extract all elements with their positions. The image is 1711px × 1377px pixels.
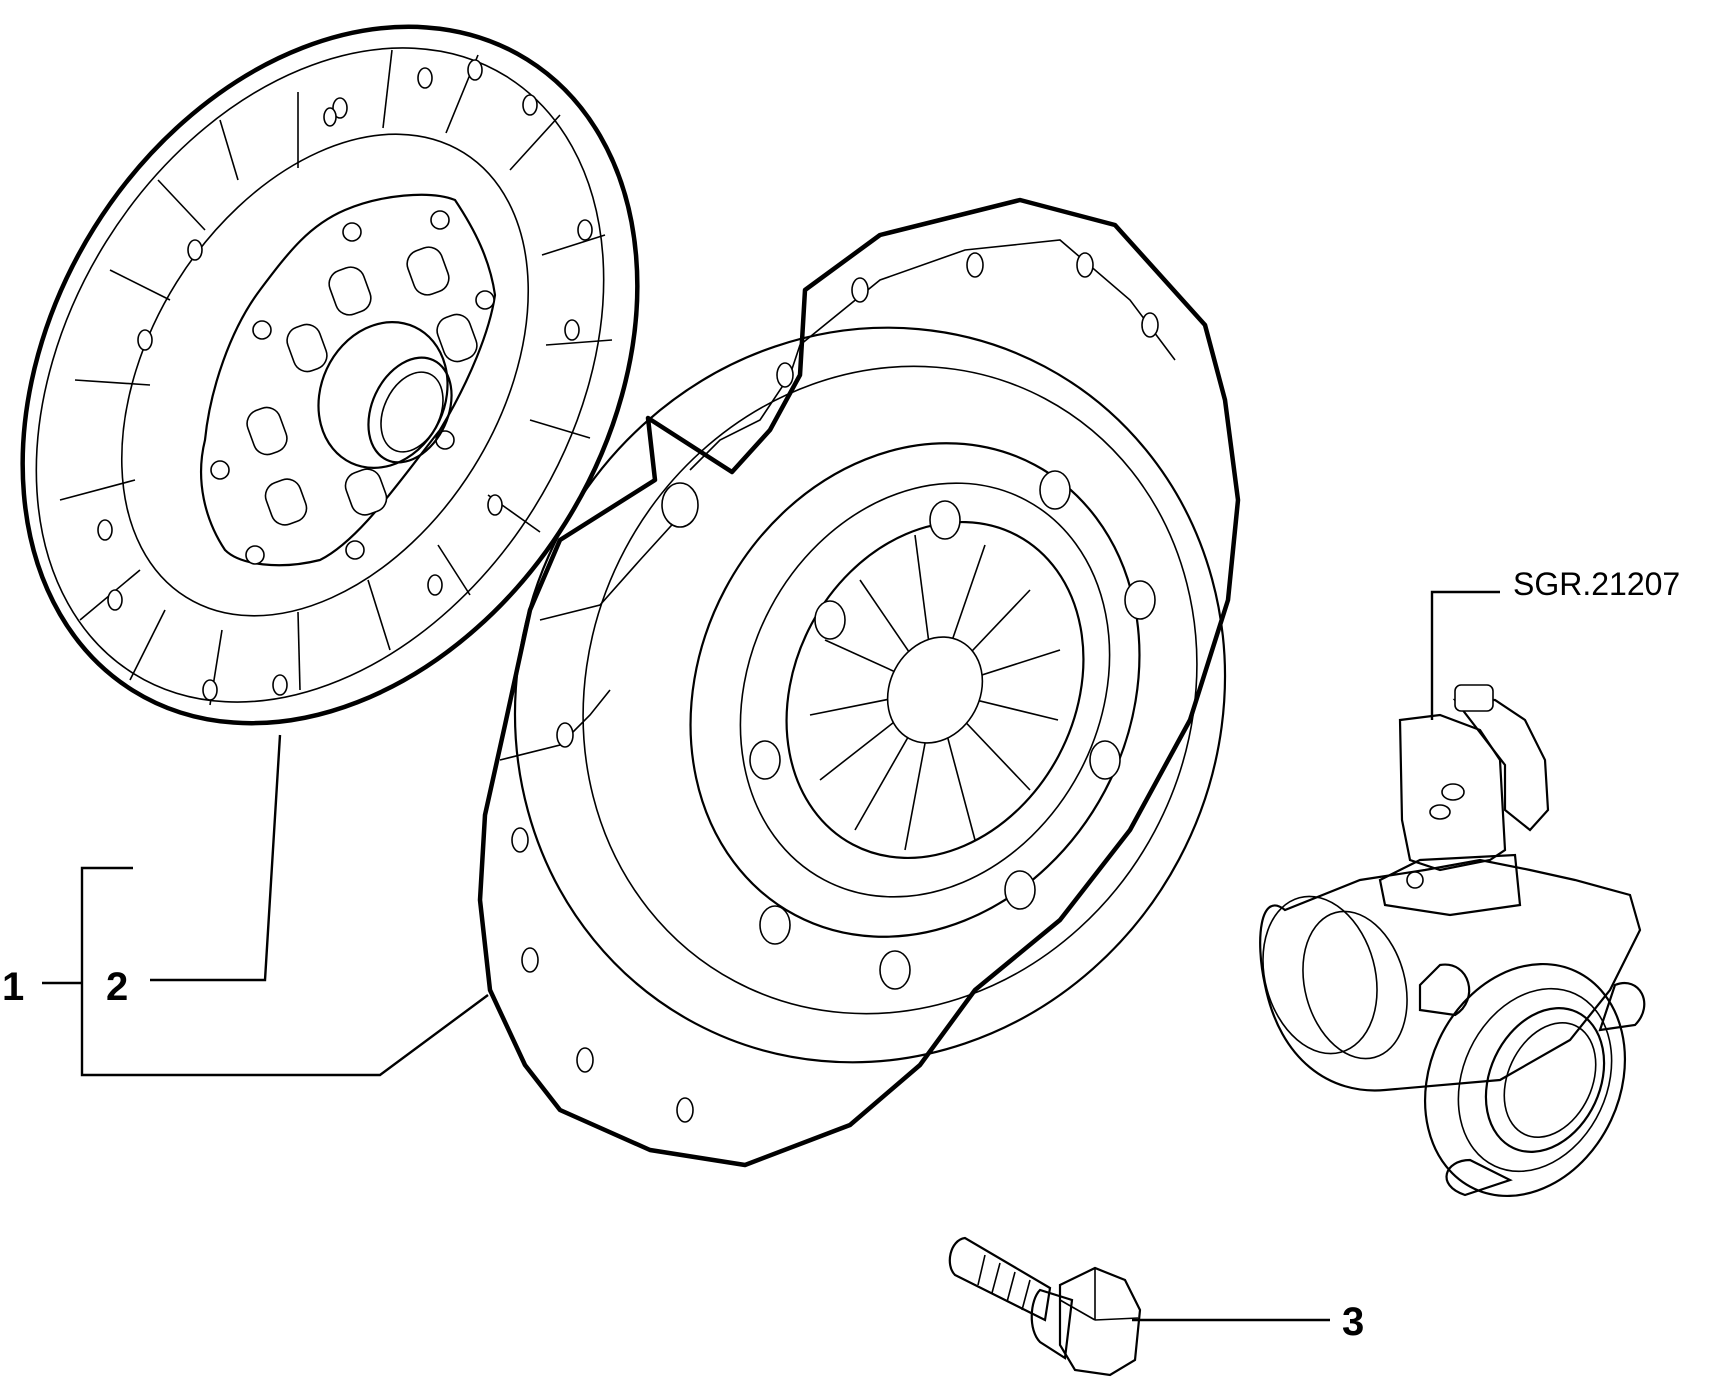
diaphragm-center (886, 636, 984, 744)
release-bearing-icon (1259, 684, 1646, 1198)
damper-springs (246, 246, 478, 526)
leader-reference (1430, 590, 1500, 720)
release-bearing-body (1259, 858, 1642, 1092)
pressure-plate-icon (477, 197, 1241, 1168)
hub-bolt-holes (210, 210, 495, 565)
callout-3: 3 (1342, 1300, 1364, 1344)
bolt-icon (948, 1236, 1142, 1377)
reference-code: SGR.21207 (1513, 566, 1680, 602)
friction-rivets (97, 59, 593, 701)
cover-rivets (661, 470, 1156, 990)
clutch-disc-inner-ring (120, 133, 530, 617)
callout-2: 2 (106, 965, 128, 1009)
flange-holes (511, 252, 1159, 1123)
leader-bracket-1 (80, 866, 489, 1077)
bearing-face (1423, 962, 1627, 1198)
bolt-flange (1030, 1288, 1074, 1360)
bolt-head (1058, 1266, 1142, 1377)
clutch-disc-hub-flange (199, 193, 497, 567)
hub-spline (380, 371, 444, 453)
diaphragm-spring (785, 520, 1085, 860)
pressure-plate-cover (513, 326, 1227, 1064)
bolt-shank (948, 1236, 1052, 1322)
leader-lines (42, 590, 1500, 1322)
leader-2 (150, 734, 282, 982)
clutch-disc-icon (20, 24, 640, 726)
callout-1: 1 (2, 965, 24, 1009)
pressure-plate-housing (477, 197, 1241, 1168)
